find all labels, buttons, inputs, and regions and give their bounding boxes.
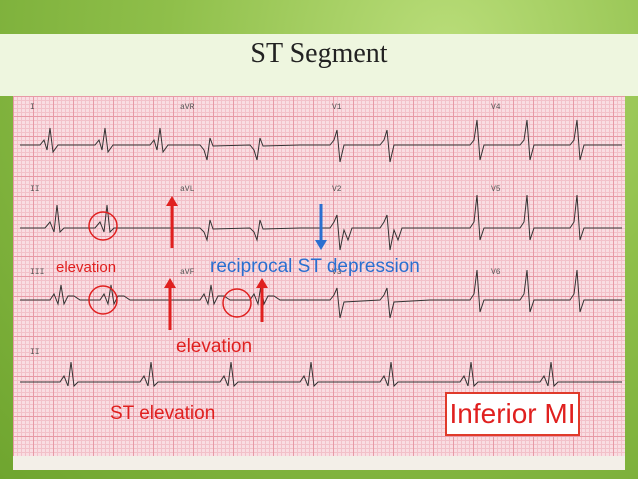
elevation-label-left: elevation <box>56 259 117 276</box>
lead-label: V2 <box>332 185 342 194</box>
inferior-mi-box: Inferior MI <box>445 392 580 436</box>
blue-arrow-head <box>315 240 327 250</box>
lead-label: V6 <box>491 268 501 277</box>
elevation-label-bottom: elevation <box>176 336 253 357</box>
lead-label: V1 <box>332 103 342 112</box>
ecg-trace-rhythm <box>20 361 622 388</box>
red-arrow-head <box>256 278 268 288</box>
ecg-trace-row2 <box>20 194 622 251</box>
lead-label: II <box>30 348 40 357</box>
lead-label: II <box>30 185 40 194</box>
lead-label: V3 <box>332 268 342 277</box>
lead-label: V4 <box>491 103 501 112</box>
lead-label: I <box>30 103 35 112</box>
lead-label: aVL <box>180 185 195 194</box>
red-arrows <box>164 196 268 330</box>
ecg-traces <box>20 119 622 388</box>
ecg-trace-row3 <box>20 269 622 319</box>
st-circle-lead2 <box>88 211 118 241</box>
lead-label: III <box>30 268 45 277</box>
lead-label: aVR <box>180 103 195 112</box>
lead-label: V5 <box>491 185 501 194</box>
slide-title: ST Segment <box>250 38 388 69</box>
inferior-mi-label: Inferior MI <box>449 398 576 429</box>
ecg-footer-strip <box>13 456 625 470</box>
st-circles <box>88 211 252 318</box>
ecg-trace-row1 <box>20 119 622 163</box>
st-elevation-label: ST elevation <box>110 403 216 424</box>
blue-arrows <box>315 204 327 250</box>
st-circle-lead3 <box>88 285 118 315</box>
reciprocal-depression-label: reciprocal ST depression <box>210 256 420 277</box>
st-circle-avf <box>222 288 252 318</box>
red-arrow-head <box>164 278 176 288</box>
lead-label: aVF <box>180 268 195 277</box>
header-band <box>0 34 638 96</box>
red-arrow-head <box>166 196 178 206</box>
